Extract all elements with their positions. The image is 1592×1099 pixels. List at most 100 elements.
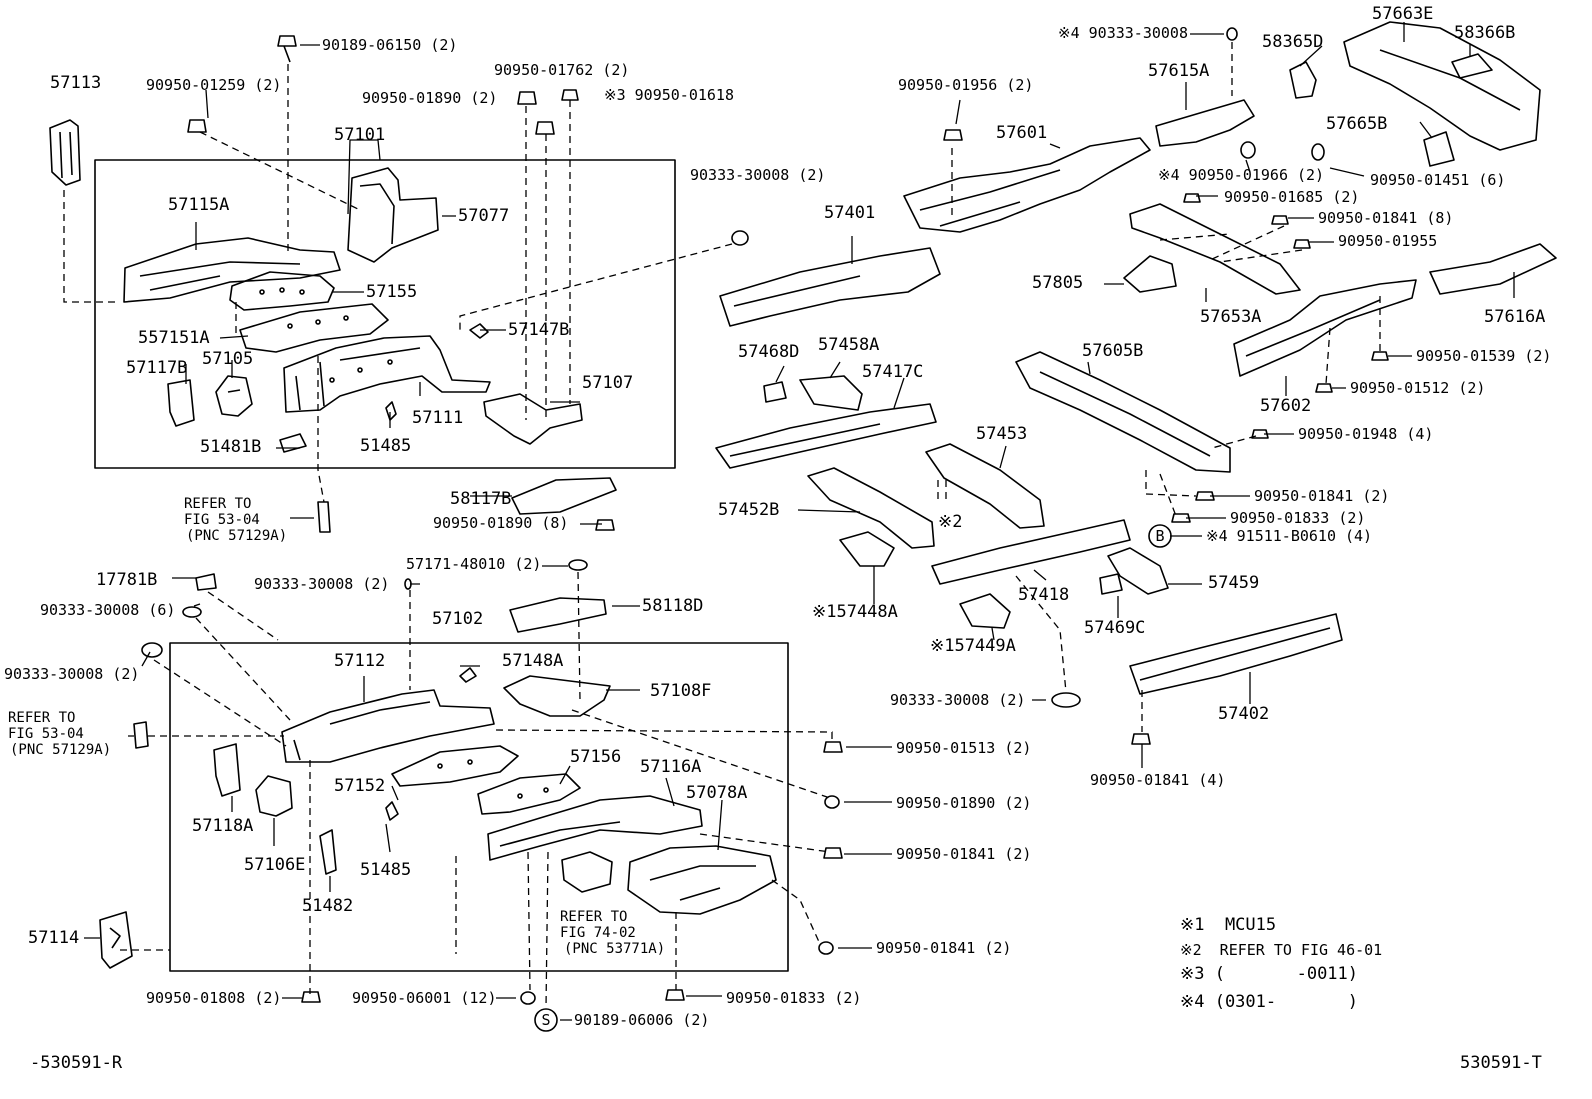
label-57452B: 57452B — [718, 500, 780, 520]
part-57113-bracket — [49, 119, 81, 186]
label-57147B: 57147B — [508, 320, 570, 340]
label-90333-30008-d: ※4 90333-30008 — [1058, 24, 1188, 42]
label-57108F: 57108F — [650, 681, 712, 701]
part-57401-rail — [719, 247, 941, 327]
label-57459: 57459 — [1208, 573, 1260, 593]
note-4: ※4 (0301- ) — [1180, 992, 1359, 1012]
label-57077: 57077 — [458, 206, 510, 226]
part-53771A-mount — [561, 851, 613, 893]
label-57418: 57418 — [1018, 585, 1070, 605]
label-157448A: ※157448A — [812, 602, 898, 622]
part-57449A-bracket — [959, 593, 1011, 629]
label-57148A: 57148A — [502, 651, 564, 671]
label-refer-c-2: FIG 74-02 — [560, 925, 636, 941]
label-57117B: 57117B — [126, 358, 188, 378]
part-57147B-clip — [469, 323, 489, 339]
part-57105-mount — [215, 375, 253, 417]
label-57118A: 57118A — [192, 816, 254, 836]
part-57653A-member — [1129, 203, 1301, 295]
label-57115A: 57115A — [168, 195, 230, 215]
label-90950-01451: 90950-01451 (6) — [1370, 171, 1506, 189]
label-ref2: ※2 — [938, 512, 963, 532]
part-51485-clip — [385, 401, 397, 421]
label-90950-01539: 90950-01539 (2) — [1416, 347, 1552, 365]
label-57402: 57402 — [1218, 704, 1270, 724]
label-57665B: 57665B — [1326, 114, 1388, 134]
part-57616A-rail — [1429, 243, 1557, 295]
label-58117B: 58117B — [450, 489, 512, 509]
fasteners-lower-left — [301, 524, 1172, 1032]
label-57601: 57601 — [996, 123, 1048, 143]
label-90950-01890-a: 90950-01890 (2) — [362, 89, 498, 107]
lower-left-group-frame — [169, 642, 789, 972]
label-90333-30008-a: 90333-30008 (2) — [690, 166, 826, 184]
part-57453-member — [925, 443, 1045, 529]
part-58117B-plate — [511, 477, 617, 515]
label-57458A: 57458A — [818, 335, 880, 355]
part-57469C-pad — [1099, 573, 1123, 595]
label-57112: 57112 — [334, 651, 386, 671]
note-3: ※3 ( -0011) — [1180, 964, 1359, 984]
part-57418-rail — [931, 519, 1131, 585]
part-57107-member — [483, 393, 583, 445]
label-90950-01833-b: 90950-01833 (2) — [1230, 509, 1366, 527]
label-90333-30008-6: 90333-30008 (6) — [40, 601, 176, 619]
label-57615A: 57615A — [1148, 61, 1210, 81]
note-1: ※1 MCU15 — [1180, 915, 1277, 935]
label-90950-01890-8: 90950-01890 (8) — [433, 514, 569, 532]
part-57115A-rail — [123, 237, 341, 303]
label-90189-06150: 90189-06150 (2) — [322, 36, 458, 54]
label-157449A: ※157449A — [930, 636, 1016, 656]
part-57129A-pad-a — [317, 501, 331, 533]
part-57402-rail — [1129, 613, 1343, 695]
part-57805-bracket — [1123, 255, 1177, 293]
label-s-circle: S — [541, 1011, 551, 1029]
label-51485-b: 51485 — [360, 860, 412, 880]
label-51481B: 51481B — [200, 437, 262, 457]
fasteners-right — [943, 27, 1389, 745]
label-57107: 57107 — [582, 373, 634, 393]
label-refer-c-1: REFER TO — [560, 909, 628, 925]
label-57105: 57105 — [202, 349, 254, 369]
label-57101: 57101 — [334, 125, 386, 145]
part-57108F-member — [503, 675, 611, 717]
label-57078A: 57078A — [686, 783, 748, 803]
label-90950-01841-a: 90950-01841 (2) — [896, 845, 1032, 863]
label-57805: 57805 — [1032, 273, 1084, 293]
label-90950-01841-8: 90950-01841 (8) — [1318, 209, 1454, 227]
part-57601-frame — [903, 137, 1151, 233]
part-57148A-clip — [459, 667, 477, 683]
label-90950-01259: 90950-01259 (2) — [146, 76, 282, 94]
label-90950-01512: 90950-01512 (2) — [1350, 379, 1486, 397]
label-57468D: 57468D — [738, 342, 800, 362]
label-90950-01841-b: 90950-01841 (2) — [876, 939, 1012, 957]
label-90950-01833-a: 90950-01833 (2) — [726, 989, 862, 1007]
label-refer-b-1: REFER TO — [8, 710, 76, 726]
label-90950-01966: ※4 90950-01966 (2) — [1158, 166, 1325, 184]
label-57155: 57155 — [366, 282, 418, 302]
label-refer-b-2: FIG 53-04 — [8, 726, 84, 742]
part-17781B-pad — [195, 573, 217, 591]
label-90950-01685: 90950-01685 (2) — [1224, 188, 1360, 206]
part-58365D-bracket — [1289, 61, 1317, 99]
upper-left-group-frame — [94, 159, 676, 469]
label-90950-01955: 90950-01955 — [1338, 232, 1438, 250]
part-57078A-member — [627, 845, 777, 915]
label-17781B: 17781B — [96, 570, 158, 590]
label-57111: 57111 — [412, 408, 464, 428]
label-90950-01618: ※3 90950-01618 — [604, 86, 734, 104]
note-2: ※2 REFER TO FIG 46-01 — [1180, 941, 1383, 959]
label-refer-a-1: REFER TO — [184, 496, 252, 512]
label-57102: 57102 — [432, 609, 484, 629]
label-57113: 57113 — [50, 73, 102, 93]
label-57401: 57401 — [824, 203, 876, 223]
part-51485-clip-b — [385, 801, 399, 821]
label-90189-06006: 90189-06006 (2) — [574, 1011, 710, 1029]
part-57106E-mount — [255, 775, 293, 817]
label-57453: 57453 — [976, 424, 1028, 444]
part-58118D-plate — [509, 597, 607, 633]
label-51485-a: 51485 — [360, 436, 412, 456]
label-90950-01808: 90950-01808 (2) — [146, 989, 282, 1007]
label-557151A: 557151A — [138, 328, 210, 348]
